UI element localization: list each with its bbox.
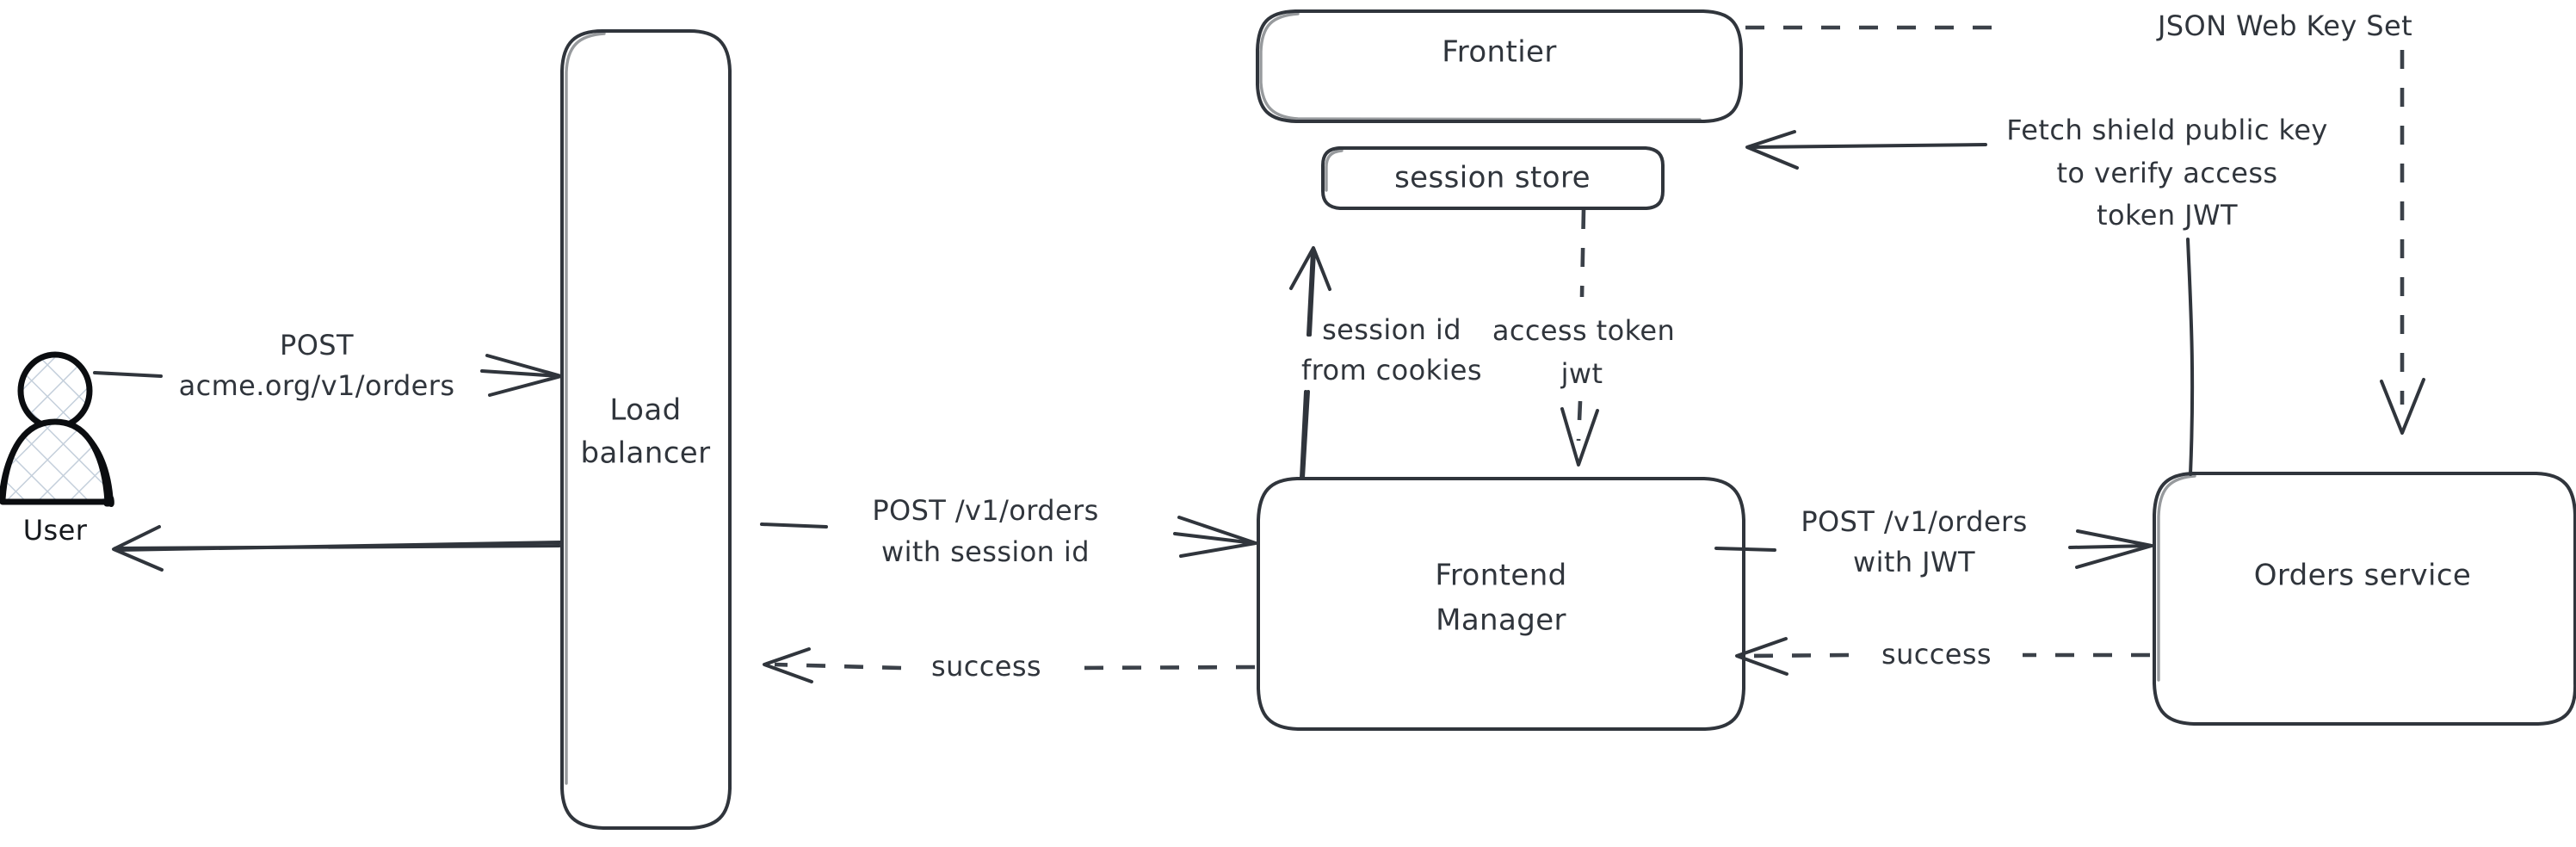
edge-load-balancer-to-user — [112, 525, 562, 572]
edge-frontend-manager-to-orders-service — [1714, 529, 2153, 569]
edge-label-success-lb: success — [931, 650, 1041, 683]
edge-label-session-id-line2: from cookies — [1301, 354, 1482, 386]
edge-orders-service-to-frontend-manager — [1735, 637, 2150, 676]
user-person-icon — [0, 351, 114, 507]
load-balancer-label-line2: balancer — [580, 436, 710, 471]
edge-label-post-v1-orders-jwt-line1: POST /v1/orders — [1801, 505, 2027, 538]
edge-label-post-acme-line2: acme.org/v1/orders — [179, 369, 455, 402]
edge-label-post-v1-orders-session-line2: with session id — [881, 535, 1090, 568]
edge-label-post-v1-orders-jwt-line2: with JWT — [1853, 546, 1975, 578]
edge-orders-service-to-frontier — [1745, 130, 2195, 476]
edge-frontier-to-frontend-manager — [1560, 209, 1599, 467]
edge-user-to-load-balancer — [93, 354, 563, 397]
node-frontend-manager[interactable] — [1257, 477, 1745, 731]
edge-label-access-token-line1: access token — [1492, 314, 1675, 347]
edge-frontend-manager-to-load-balancer — [763, 647, 1256, 683]
edge-label-success-orders: success — [1881, 638, 1992, 671]
edge-frontend-manager-to-frontier — [1289, 246, 1331, 479]
load-balancer-label-line1: Load — [609, 393, 681, 428]
node-frontier[interactable] — [1256, 9, 1743, 123]
edge-label-session-id-line1: session id — [1322, 313, 1461, 346]
edge-label-fetch-shield-line1: Fetch shield public key — [2006, 114, 2328, 146]
session-store-label: session store — [1394, 161, 1591, 195]
user-label: User — [23, 514, 88, 547]
edge-label-post-v1-orders-session-line1: POST /v1/orders — [872, 494, 1098, 527]
frontier-label: Frontier — [1442, 35, 1557, 70]
edge-label-json-web-key-set: JSON Web Key Set — [2156, 9, 2412, 42]
edge-label-fetch-shield-line2: to verify access — [2056, 157, 2277, 189]
orders-service-label: Orders service — [2254, 559, 2472, 593]
edge-label-post-acme-line1: POST — [280, 329, 354, 362]
edge-label-access-token-line2: jwt — [1560, 357, 1603, 390]
edge-label-fetch-shield-line3: token JWT — [2097, 199, 2238, 232]
node-load-balancer[interactable] — [560, 29, 732, 830]
frontend-manager-label-line2: Manager — [1436, 603, 1566, 638]
edge-jwks-to-orders-service — [1745, 25, 2425, 435]
edge-load-balancer-to-frontend-manager — [760, 516, 1257, 558]
node-session-store[interactable] — [1321, 146, 1665, 210]
frontend-manager-label-line1: Frontend — [1435, 559, 1566, 593]
node-orders-service[interactable] — [2153, 472, 2576, 726]
